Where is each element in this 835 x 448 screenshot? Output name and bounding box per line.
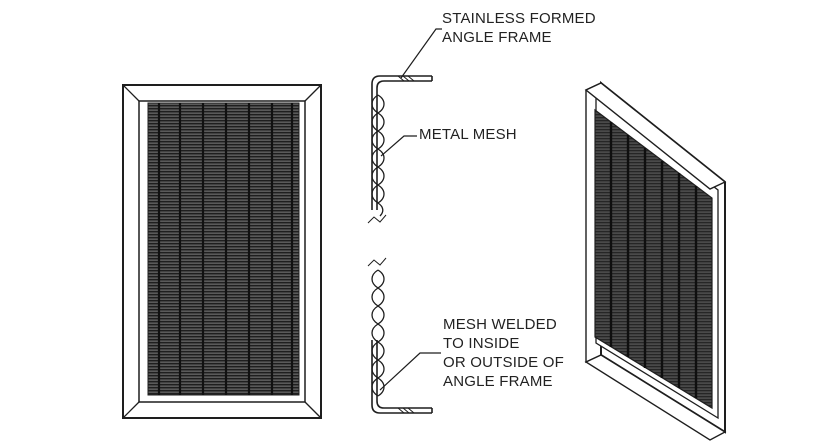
front-view	[122, 84, 322, 419]
iso-mesh-panel	[594, 108, 713, 410]
top-mesh-braid	[371, 94, 385, 217]
section-detail	[367, 28, 442, 414]
front-mesh-panel	[147, 102, 300, 396]
weld-callout-line-3: OR OUTSIDE OF	[443, 354, 564, 371]
frame-callout: STAINLESS FORMED ANGLE FRAME	[442, 9, 596, 47]
iso-mesh-ribs	[609, 122, 698, 398]
mesh-callout: METAL MESH	[419, 125, 517, 144]
top-angle-frame	[371, 75, 432, 210]
bottom-angle-frame	[371, 340, 432, 414]
front-mesh-ribs	[157, 103, 294, 395]
frame-callout-line-1: STAINLESS FORMED	[442, 10, 596, 27]
weld-callout: MESH WELDED TO INSIDE OR OUTSIDE OF ANGL…	[443, 315, 564, 391]
isometric-view	[584, 80, 727, 441]
mesh-callout-line-1: METAL MESH	[419, 126, 517, 143]
weld-callout-line-4: ANGLE FRAME	[443, 373, 553, 390]
weld-callout-line-2: TO INSIDE	[443, 335, 520, 352]
leader-lines	[379, 28, 442, 391]
frame-callout-line-2: ANGLE FRAME	[442, 29, 552, 46]
bottom-mesh-braid	[371, 269, 385, 397]
weld-callout-line-1: MESH WELDED	[443, 316, 557, 333]
